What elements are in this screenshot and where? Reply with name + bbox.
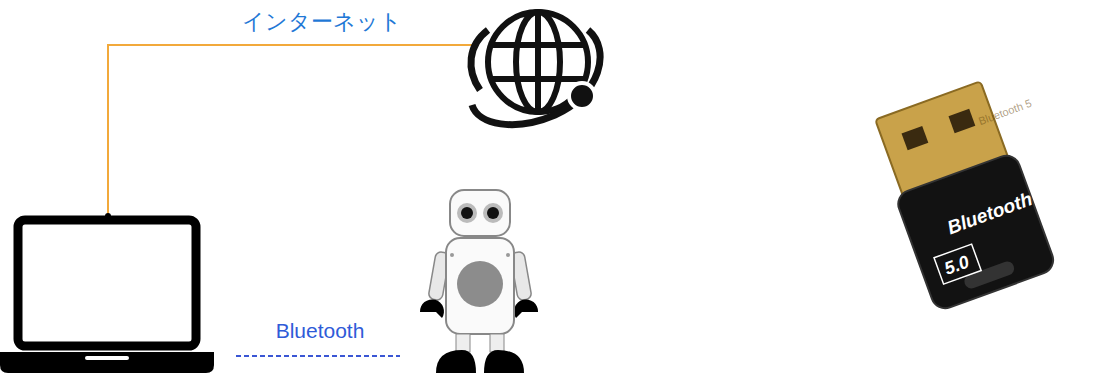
robot-hand xyxy=(420,299,444,318)
robot-eye xyxy=(457,203,477,223)
robot-foot xyxy=(436,350,476,373)
robot-dot xyxy=(450,253,454,257)
usb-slot xyxy=(948,109,975,133)
globe-orbit xyxy=(472,30,600,125)
network-label: インターネット xyxy=(222,10,422,34)
globe-axis xyxy=(535,12,541,112)
robot-leg xyxy=(456,334,470,352)
dongle-body xyxy=(894,152,1057,312)
internet-line xyxy=(108,45,478,216)
robot-chest xyxy=(457,261,503,307)
laptop-base xyxy=(0,352,214,373)
robot-leg xyxy=(490,334,504,352)
globe-orbit xyxy=(471,30,488,90)
globe-icon xyxy=(471,12,600,125)
globe-satellite xyxy=(569,83,595,109)
robot-foot xyxy=(484,350,524,373)
robot-dot xyxy=(506,253,510,257)
laptop-camera xyxy=(105,213,111,219)
laptop-icon xyxy=(0,213,214,373)
bluetooth-line xyxy=(236,355,400,357)
globe-parallel xyxy=(490,76,586,82)
robot-pupil xyxy=(487,207,499,219)
robot-head xyxy=(450,190,510,236)
bluetooth-dongle xyxy=(868,79,1057,313)
robot-illustration xyxy=(420,190,538,373)
laptop-notch xyxy=(85,356,129,360)
connection-label: Bluetooth xyxy=(245,319,395,342)
globe-parallel xyxy=(490,42,586,48)
globe-meridian xyxy=(516,12,560,112)
robot-eye xyxy=(483,203,503,223)
robot-pupil xyxy=(461,207,473,219)
robot-hand xyxy=(514,299,538,318)
robot-body xyxy=(446,238,514,334)
usb-slot xyxy=(902,126,929,150)
laptop-screen xyxy=(18,220,196,346)
